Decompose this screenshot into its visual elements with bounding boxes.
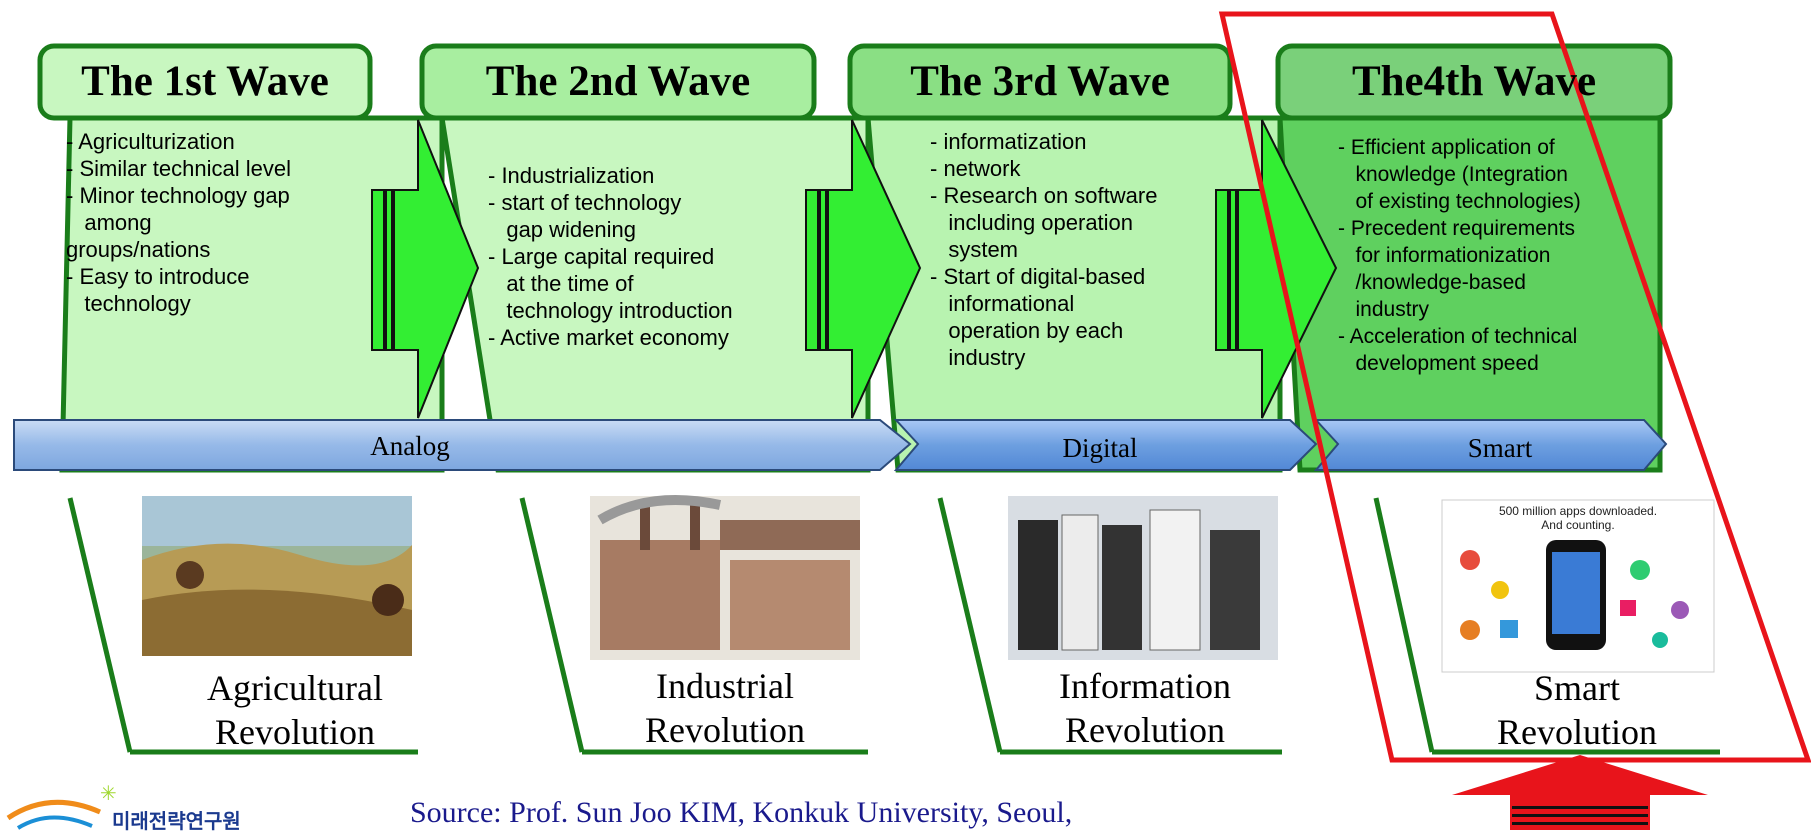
wave-4-bullets: - Efficient application of knowledge (In… <box>1338 136 1581 375</box>
wave-title-3: The 3rd Wave <box>910 58 1170 105</box>
revolution-label-3: Information Revolution <box>1000 664 1290 752</box>
svg-text:✳: ✳ <box>100 781 117 805</box>
agriculture-scene-icon <box>142 496 412 656</box>
institute-logo-icon: ✳ <box>6 781 117 830</box>
source-citation: Source: Prof. Sun Joo KIM, Konkuk Univer… <box>410 796 1073 829</box>
factory-scene-icon <box>590 495 860 660</box>
smart-band-label: Smart <box>1467 433 1533 463</box>
wave-title-tab-4 <box>1275 43 1673 121</box>
analog-band <box>13 419 912 471</box>
digital-band <box>893 419 1318 471</box>
wave-title-1: The 1st Wave <box>81 58 329 105</box>
revolution-2-line1: Industrial <box>656 666 794 706</box>
highlight-frame <box>1218 11 1811 763</box>
smart-image-caption-1: 500 million apps downloaded. <box>1498 504 1658 518</box>
smart-band <box>1313 419 1668 471</box>
revolution-4-line2: Revolution <box>1497 712 1657 752</box>
smartphone-apps-icon <box>1441 499 1715 673</box>
wave-title-tab-3 <box>847 43 1233 121</box>
wave-arrow-2 <box>805 119 922 419</box>
revolution-1-line2: Revolution <box>215 712 375 752</box>
revolution-1-line1: Agricultural <box>207 668 383 708</box>
revolution-3-line1: Information <box>1059 666 1231 706</box>
revolution-label-4: Smart Revolution <box>1432 666 1722 754</box>
wave-panel-3 <box>865 115 1283 755</box>
wave-1-bullets: - Agriculturization - Similar technical … <box>66 129 291 316</box>
revolution-2-line2: Revolution <box>645 710 805 750</box>
revolution-label-1: Agricultural Revolution <box>150 666 440 754</box>
wave-title-4: The4th Wave <box>1351 58 1597 105</box>
revolution-4-line1: Smart <box>1534 668 1620 708</box>
smart-image-caption-2: And counting. <box>1541 518 1615 532</box>
wave-3-bullets: - informatization - network - Research o… <box>930 129 1158 370</box>
wave-2-bullets: - Industrialization - start of technolog… <box>488 163 733 350</box>
wave-arrow-1 <box>371 119 480 419</box>
revolution-label-2: Industrial Revolution <box>580 664 870 752</box>
revolution-3-line2: Revolution <box>1065 710 1225 750</box>
wave-title-2: The 2nd Wave <box>485 58 751 105</box>
wave-title-tab-1 <box>37 43 373 121</box>
wave-title-tab-2 <box>419 43 817 121</box>
server-room-icon <box>1008 496 1278 660</box>
institute-logo-text: 미래전략연구원 <box>112 811 241 833</box>
red-up-arrow-icon <box>1452 755 1708 830</box>
digital-band-label: Digital <box>1062 433 1138 463</box>
analog-band-label: Analog <box>370 431 450 461</box>
